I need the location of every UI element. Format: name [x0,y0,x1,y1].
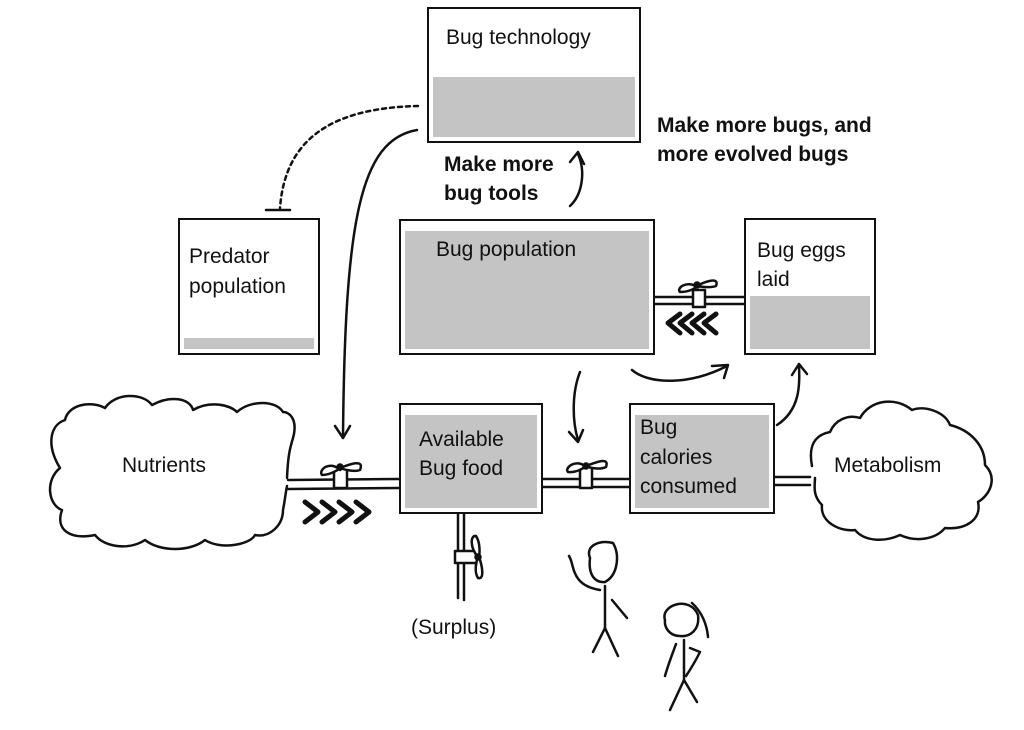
stock-label-predator-population-2: population [189,275,286,298]
stock-bug-technology[interactable]: Bug technology [427,7,641,143]
stock-level-bug-calories-consumed [635,415,769,508]
link-population-to-eggs [630,364,729,383]
stock-predator-population[interactable]: Predator population [178,218,320,355]
stock-available-bug-food[interactable]: Available Bug food [399,403,543,514]
stick-figure-waving [567,541,629,658]
annotation-make-more-tools-1: Make more [444,153,554,176]
stock-bug-population[interactable]: Bug population [399,219,655,355]
link-tools-arrow [568,152,584,208]
flow-chevrons-left [665,311,719,336]
stock-label-bug-technology: Bug technology [446,26,591,49]
arrowhead-tools [568,150,586,166]
nutrients-cloud-shape [48,394,296,551]
stock-bug-calories-consumed[interactable]: Bug calories consumed [629,403,775,514]
stick-figure-ponytail [663,601,710,712]
link-technology-to-nutrient-valve [341,128,419,438]
flow-chevrons-right [302,499,372,525]
stock-level-bug-eggs-laid [750,296,870,349]
stock-label-bug-population: Bug population [436,238,577,261]
arrowhead-eggs-1 [710,363,730,380]
arrowhead-nutrient-valve [333,424,352,440]
stock-label-bug-calories-consumed-1: Bug [640,416,678,439]
stock-level-available-bug-food [405,415,537,508]
annotation-make-more-bugs-1: Make more bugs, and [657,114,872,137]
cloud-label-nutrients: Nutrients [122,454,207,477]
arrowhead-eggs-2 [790,362,809,377]
stock-bug-eggs-laid[interactable]: Bug eggs laid [744,218,876,355]
stock-label-bug-calories-consumed-2: calories [640,446,713,469]
annotation-make-more-tools-2: bug tools [444,182,539,205]
stock-label-available-bug-food-2: Bug food [419,457,504,480]
metabolism-cloud-shape [809,400,993,541]
stock-label-bug-eggs-laid-1: Bug eggs [757,239,846,262]
stock-level-bug-population [405,231,649,349]
valve-surplus[interactable] [453,534,484,580]
stock-label-predator-population-1: Predator [189,245,270,268]
link-population-to-consumption-valve [572,370,582,442]
stock-level-bug-technology [433,77,635,137]
annotation-make-more-bugs-2: more evolved bugs [657,143,849,166]
valve-hatching[interactable] [677,279,718,309]
cloud-label-metabolism: Metabolism [834,454,942,477]
annotation-surplus: (Surplus) [411,616,497,639]
inhibit-link-technology-to-predator [278,104,420,210]
valve-nutrient-inflow[interactable] [319,462,363,490]
arrowhead-consumption-valve [567,428,585,444]
stock-label-available-bug-food-1: Available [419,428,504,451]
stock-label-bug-calories-consumed-3: consumed [640,475,737,498]
stock-label-bug-eggs-laid-2: laid [757,268,790,291]
valve-consumption[interactable] [565,459,608,490]
stock-level-predator-population [184,338,314,349]
link-calories-to-eggs [775,364,801,427]
